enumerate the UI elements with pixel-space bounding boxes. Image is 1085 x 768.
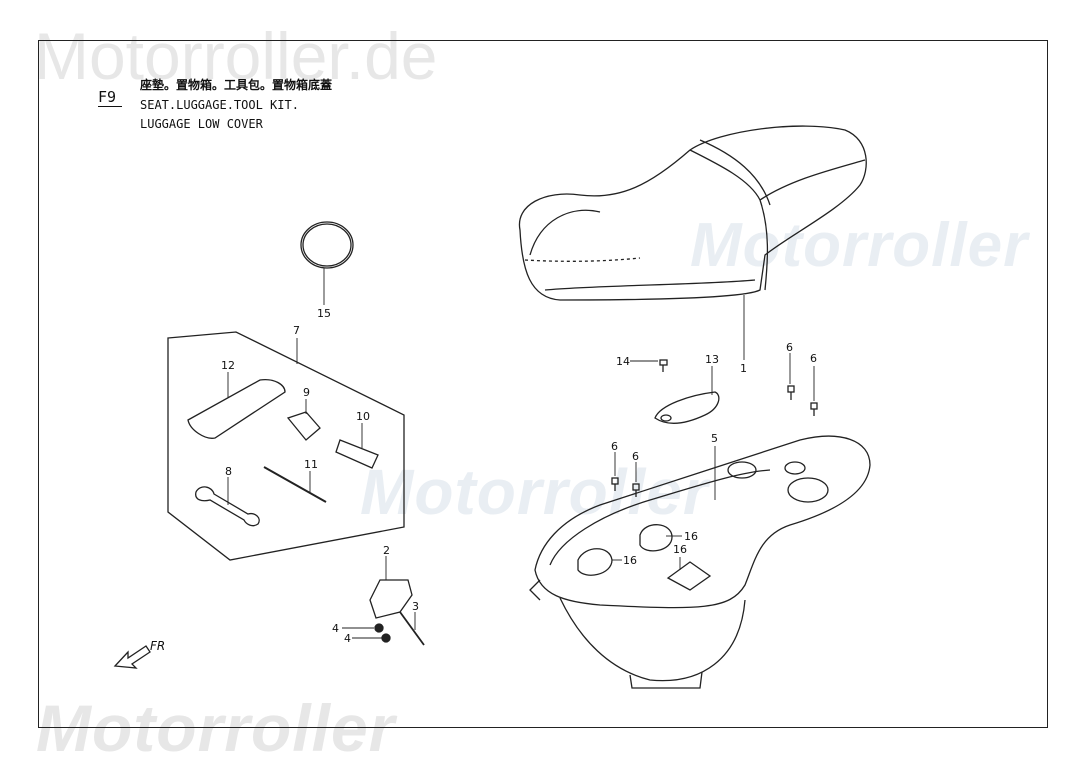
callout-4: 4 — [332, 622, 339, 635]
direction-label: FR — [150, 639, 165, 653]
callout-6: 6 — [786, 341, 793, 354]
o-ring-part — [300, 221, 354, 269]
wrench-part — [195, 486, 260, 527]
title-chinese: 座墊。置物箱。工具包。置物箱底蓋 — [140, 78, 333, 92]
pad-part — [666, 561, 712, 591]
callout-1: 1 — [740, 362, 747, 375]
callout-14: 14 — [616, 355, 630, 368]
callout-7: 7 — [293, 324, 300, 337]
callout-10: 10 — [356, 410, 370, 423]
callout-6: 6 — [632, 450, 639, 463]
callout-16: 16 — [623, 554, 637, 567]
callout-3: 3 — [412, 600, 419, 613]
callout-4: 4 — [344, 632, 351, 645]
tool-bag-part — [187, 379, 286, 439]
title-english-line2: LUGGAGE LOW COVER — [140, 117, 263, 131]
title-english-line1: SEAT.LUGGAGE.TOOL KIT. — [140, 98, 299, 112]
callout-15: 15 — [317, 307, 331, 320]
luggage-box-part — [529, 435, 871, 689]
pad-part — [639, 524, 673, 552]
pad-part — [577, 548, 613, 576]
callout-5: 5 — [711, 432, 718, 445]
callout-11: 11 — [304, 458, 318, 471]
bracket-part — [369, 579, 413, 619]
lock-cover-part — [654, 391, 720, 424]
front-direction-arrow-icon — [113, 645, 151, 669]
callout-16: 16 — [673, 543, 687, 556]
callout-12: 12 — [221, 359, 235, 372]
figure-code: F9 — [98, 88, 123, 107]
callout-9: 9 — [303, 386, 310, 399]
seat-part — [518, 125, 867, 301]
callout-6: 6 — [611, 440, 618, 453]
screw-part — [611, 359, 818, 497]
diagram-frame — [38, 40, 1048, 728]
callout-8: 8 — [225, 465, 232, 478]
callout-16: 16 — [684, 530, 698, 543]
socket-part — [335, 439, 379, 469]
callout-13: 13 — [705, 353, 719, 366]
screwdriver-part — [286, 411, 321, 441]
tool-kit-outline — [167, 331, 405, 561]
callout-6: 6 — [810, 352, 817, 365]
rod-part — [263, 466, 327, 503]
callout-2: 2 — [383, 544, 390, 557]
